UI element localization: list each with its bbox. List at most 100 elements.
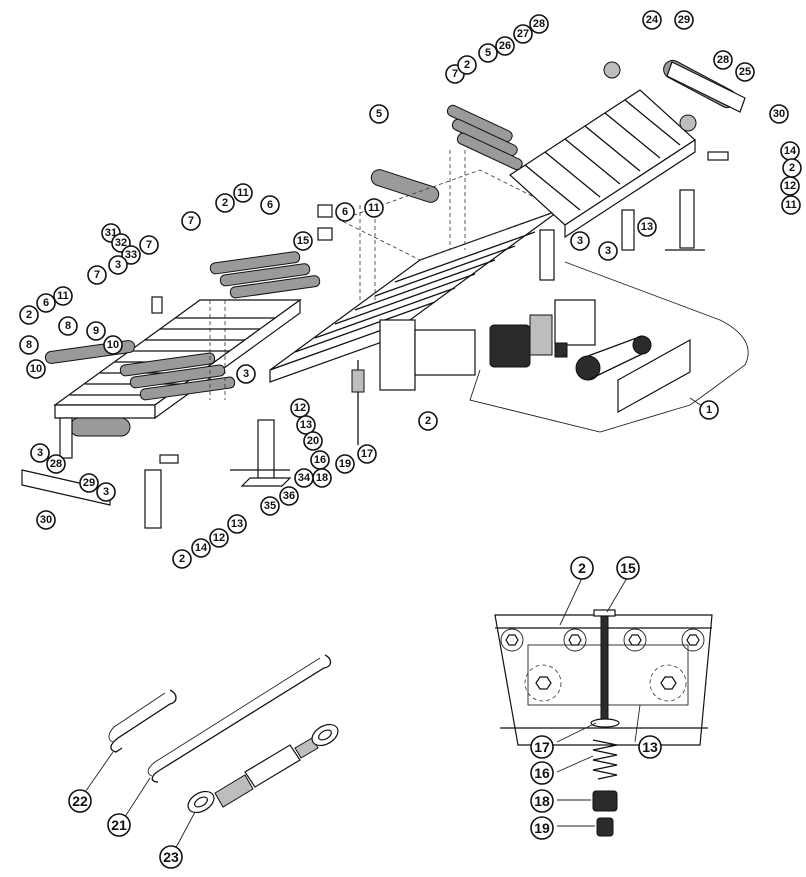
chain-guard: [617, 338, 691, 414]
callout-number: 17: [534, 739, 550, 755]
callout-number: 3: [115, 259, 121, 271]
callout-3: 3: [598, 241, 618, 261]
callout-12: 12: [290, 398, 310, 418]
callout-9: 9: [86, 321, 106, 341]
callout-number: 6: [267, 199, 273, 211]
callout-30: 30: [769, 104, 789, 124]
long-hook-rod: [151, 654, 332, 783]
detail-washer: [590, 718, 620, 728]
callout-circle: [735, 62, 755, 82]
callout-number: 15: [297, 235, 309, 247]
callout-11: 11: [233, 183, 253, 203]
callout-number: 35: [264, 500, 276, 512]
bearing-block-top: [603, 61, 621, 79]
callout-number: 10: [107, 339, 119, 351]
callout-circle: [637, 217, 657, 237]
callout-circle: [86, 321, 106, 341]
callout-circle: [530, 735, 554, 759]
callout-16: 16: [310, 450, 330, 470]
callout-28: 28: [529, 14, 549, 34]
callout-circle: [616, 556, 640, 580]
callout-circle: [108, 255, 128, 275]
callout-number: 9: [93, 325, 99, 337]
callout-circle: [598, 241, 618, 261]
callout-8: 8: [19, 335, 39, 355]
callout-circle: [642, 10, 662, 30]
callout-circle: [530, 816, 554, 840]
callout-circle: [68, 789, 92, 813]
callout-number: 11: [57, 290, 69, 302]
callout-number: 14: [784, 145, 797, 157]
callout-15: 15: [293, 231, 313, 251]
callout-12: 12: [780, 176, 800, 196]
callout-number: 29: [83, 477, 95, 489]
callout-number: 2: [578, 560, 586, 576]
callout-number: 18: [316, 472, 328, 484]
left-legs: [59, 417, 292, 529]
callout-number: 31: [105, 227, 117, 239]
tension-detail-view: [494, 609, 713, 837]
callout-28: 28: [713, 50, 733, 70]
callout-24: 24: [642, 10, 662, 30]
callout-number: 6: [43, 297, 49, 309]
callout-number: 8: [65, 320, 71, 332]
callout-circle: [335, 202, 355, 222]
callout-circle: [233, 183, 253, 203]
callout-17: 17: [357, 444, 377, 464]
drive-unit: [489, 299, 691, 414]
callout-12: 12: [209, 528, 229, 548]
callout-number: 36: [283, 490, 295, 502]
detail-cap-nut: [596, 817, 614, 837]
callout-2: 2: [19, 305, 39, 325]
callout-number: 21: [111, 817, 127, 833]
callout-23: 23: [159, 845, 183, 869]
callout-circle: [529, 14, 549, 34]
callout-2: 2: [782, 158, 802, 178]
callout-number: 13: [641, 221, 653, 233]
callout-13: 13: [637, 217, 657, 237]
callout-number: 8: [26, 339, 32, 351]
callout-34: 34: [294, 468, 314, 488]
callout-number: 23: [163, 849, 179, 865]
callout-2: 2: [570, 556, 594, 580]
callout-number: 2: [789, 162, 795, 174]
hardware-parts: [108, 654, 339, 814]
callout-10: 10: [26, 359, 46, 379]
callout-3: 3: [570, 231, 590, 251]
callout-number: 3: [243, 368, 249, 380]
callout-circle: [530, 761, 554, 785]
callout-circle: [293, 231, 313, 251]
callout-number: 13: [642, 739, 658, 755]
right-leg-inner: [621, 209, 635, 251]
callout-15: 15: [616, 556, 640, 580]
callout-number: 16: [314, 454, 326, 466]
callout-number: 30: [40, 514, 52, 526]
callout-circle: [260, 195, 280, 215]
callout-circle: [209, 528, 229, 548]
callout-circle: [699, 400, 719, 420]
callout-number: 7: [452, 68, 458, 80]
callout-circle: [36, 510, 56, 530]
callout-3: 3: [108, 255, 128, 275]
callout-13: 13: [638, 735, 662, 759]
bracket-14-left: [159, 454, 179, 464]
callout-number: 15: [620, 560, 636, 576]
plate-33: [151, 296, 163, 314]
tension-spring-center: [351, 369, 365, 393]
callout-circle: [103, 335, 123, 355]
callout-circle: [121, 245, 141, 265]
callout-2: 2: [457, 55, 477, 75]
drive-group-outline: [469, 261, 749, 433]
callout-number: 13: [231, 518, 243, 530]
callout-circle: [107, 813, 131, 837]
callout-7: 7: [139, 235, 159, 255]
callout-circle: [638, 735, 662, 759]
callout-number: 30: [773, 108, 785, 120]
callout-circle: [236, 364, 256, 384]
callout-circle: [159, 845, 183, 869]
callout-circle: [303, 431, 323, 451]
callout-number: 2: [26, 309, 32, 321]
callout-35: 35: [260, 496, 280, 516]
